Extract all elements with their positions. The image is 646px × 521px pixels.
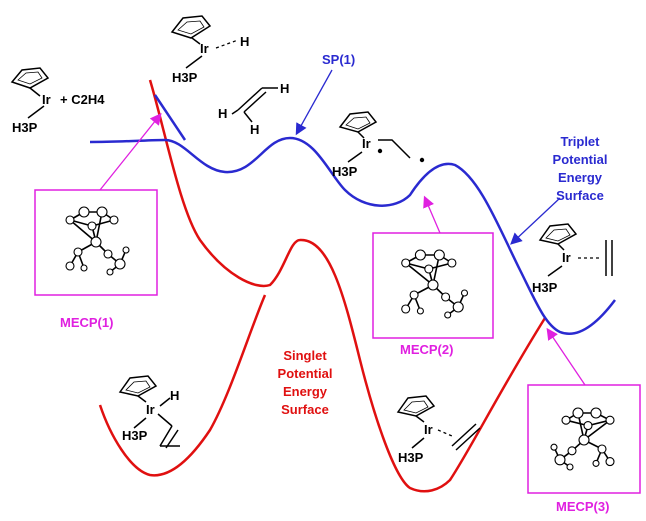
svg-text:Potential: Potential	[278, 366, 333, 381]
svg-text:H: H	[250, 122, 259, 137]
triplet-surface-pointer-arrow	[510, 197, 561, 245]
svg-text:H3P: H3P	[172, 70, 198, 85]
sp1-pointer-arrow	[295, 69, 333, 136]
svg-text:H: H	[170, 388, 179, 403]
svg-text:Surface: Surface	[281, 402, 329, 417]
pi-complex-right-structure: Ir H3P	[532, 223, 613, 295]
mecp1-molecule-icon	[65, 206, 130, 276]
svg-text:H3P: H3P	[122, 428, 148, 443]
singlet-surface-curve	[148, 79, 547, 493]
cyclopentadienyl-ring-icon	[538, 223, 578, 245]
cyclopentadienyl-ring-icon	[10, 67, 50, 89]
ethylene-double-bond-icon	[237, 87, 263, 111]
biradical-structure: Ir H3P	[332, 111, 425, 179]
radical-dot-icon	[377, 148, 383, 154]
svg-text:Energy: Energy	[558, 170, 603, 185]
svg-text:Ir: Ir	[424, 422, 433, 437]
reactant-structure: Ir H3P + C2H4	[10, 67, 105, 135]
cyclopentadienyl-ring-icon	[170, 15, 212, 39]
svg-text:Singlet: Singlet	[283, 348, 327, 363]
mecp2-label: MECP(2)	[400, 342, 453, 357]
svg-text:Ir: Ir	[362, 136, 371, 151]
svg-text:+ C2H4: + C2H4	[60, 92, 105, 107]
svg-text:Ir: Ir	[146, 402, 155, 417]
cyclopentadienyl-ring-icon	[118, 375, 158, 397]
pi-complex-bottom-structure: Ir H3P	[396, 395, 481, 465]
cyclopentadienyl-ring-icon	[396, 395, 436, 417]
cyclopentadienyl-ring-icon	[338, 111, 378, 133]
svg-text:H: H	[218, 106, 227, 121]
ethylene-double-bond-icon	[451, 423, 477, 447]
singlet-surface-label: Singlet Potential Energy Surface	[278, 348, 333, 417]
svg-text:H3P: H3P	[12, 120, 38, 135]
svg-text:Ir: Ir	[562, 250, 571, 265]
svg-text:Triplet: Triplet	[560, 134, 600, 149]
mecp3-molecule-icon	[550, 407, 615, 471]
hydride-approach-structure: Ir H H3P H H H	[170, 15, 289, 137]
hydrido-vinyl-structure: Ir H H3P	[118, 375, 180, 449]
svg-text:H: H	[280, 81, 289, 96]
triplet-surface-label: Triplet Potential Energy Surface	[553, 134, 608, 203]
mecp1-pointer-arrow	[99, 112, 162, 191]
mecp3-pointer-arrow	[546, 327, 586, 386]
mecp2-molecule-icon	[401, 249, 469, 319]
ethylene-double-bond-icon	[159, 425, 173, 447]
svg-text:Ir: Ir	[42, 92, 51, 107]
mecp1-label: MECP(1)	[60, 315, 113, 330]
mecp3-label: MECP(3)	[556, 499, 609, 514]
svg-text:Energy: Energy	[283, 384, 328, 399]
singlet-left-well-curve	[98, 294, 267, 477]
svg-text:H: H	[240, 34, 249, 49]
svg-text:Ir: Ir	[200, 41, 209, 56]
mecp2-pointer-arrow	[423, 195, 441, 234]
radical-dot-icon	[419, 157, 425, 163]
svg-text:H3P: H3P	[398, 450, 424, 465]
triplet-surface-curve	[89, 136, 616, 335]
svg-text:H3P: H3P	[532, 280, 558, 295]
svg-text:Surface: Surface	[556, 188, 604, 203]
sp1-label: SP(1)	[322, 52, 355, 67]
svg-text:H3P: H3P	[332, 164, 358, 179]
svg-text:Potential: Potential	[553, 152, 608, 167]
triplet-left-branch-curve	[153, 94, 187, 141]
